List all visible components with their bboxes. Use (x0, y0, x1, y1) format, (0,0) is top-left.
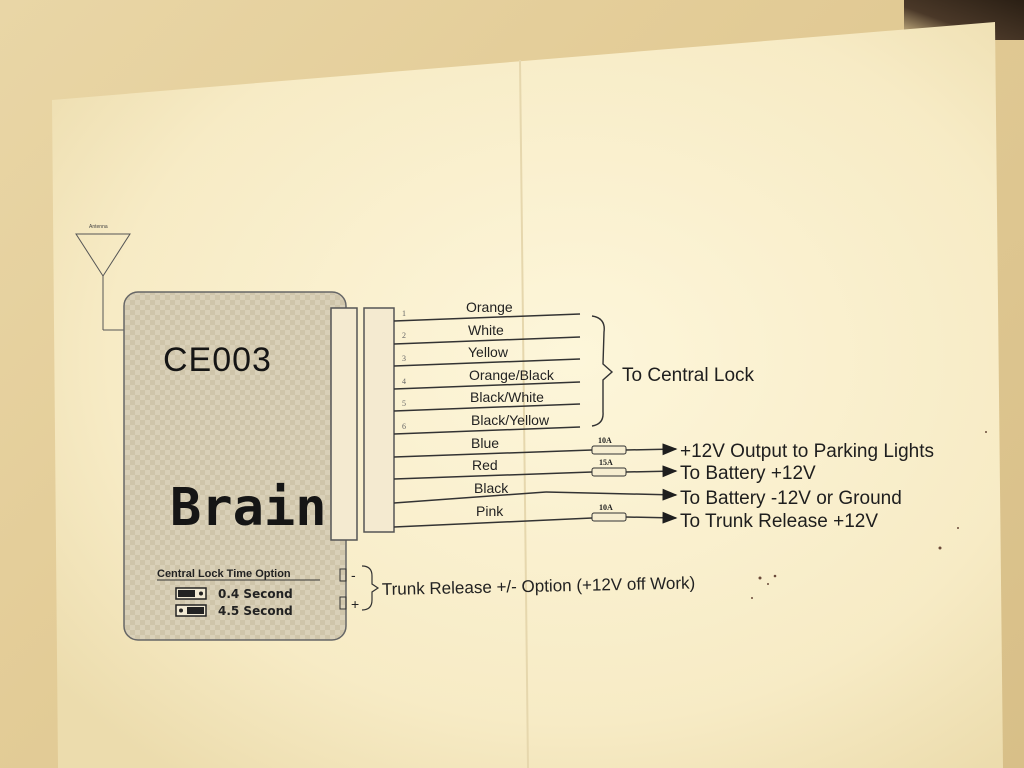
pin-number: 2 (402, 331, 406, 340)
wire: Blue 10A +12V Output to Parking Lights (393, 435, 934, 462)
model-label: CE003 (163, 341, 272, 379)
pin-number: 6 (402, 422, 406, 431)
wire-color-label: White (468, 322, 504, 338)
wire: Red 15A To Battery +12V (393, 457, 816, 484)
wire-color-label: Blue (471, 435, 499, 451)
wire: 4 Orange/Black (393, 367, 581, 390)
option-label: 0.4 Second (218, 587, 293, 601)
fuse-rating: 10A (599, 503, 613, 512)
wire: Black To Battery -12V or Ground (393, 480, 902, 509)
lock-time-option: Central Lock Time Option 0.4 Second 4.5 … (157, 568, 320, 618)
wire-color-label: Black/White (470, 389, 544, 405)
wire-color-label: Black (474, 480, 509, 496)
paper-specks (751, 431, 987, 599)
pin-number: 1 (402, 309, 406, 318)
jumper-icon (175, 587, 207, 600)
central-lock-wires: 1 Orange 2 White 3 Yellow 4 Orange/Black… (393, 299, 755, 435)
wire: 2 White (393, 322, 581, 345)
wire: 3 Yellow (393, 344, 581, 367)
antenna-label: Antenna (89, 224, 108, 230)
pin-number: 4 (402, 377, 406, 386)
jumper-icon (175, 604, 207, 617)
wire: 5 Black/White (393, 389, 581, 412)
paper-fold (519, 59, 529, 768)
wire-color-label: Orange (466, 299, 513, 315)
brand-label: Brain (170, 478, 327, 538)
wire-color-label: Black/Yellow (471, 412, 550, 428)
fuse-icon (591, 467, 627, 477)
central-lock-brace (591, 315, 614, 427)
power-wires: Blue 10A +12V Output to Parking Lights R… (393, 435, 934, 532)
wire-color-label: Pink (476, 503, 504, 519)
pin-number: 3 (402, 354, 406, 363)
wire: 1 Orange (393, 299, 581, 322)
option-label: 4.5 Second (218, 604, 293, 618)
connector-block-2 (363, 307, 395, 533)
central-lock-label: To Central Lock (622, 365, 755, 386)
wire-color-label: Orange/Black (469, 367, 555, 383)
wire-destination: To Battery -12V or Ground (680, 488, 902, 509)
wire: Pink 10A To Trunk Release +12V (393, 503, 878, 532)
pin-number: 5 (402, 399, 406, 408)
fuse-rating: 15A (599, 458, 613, 467)
trunk-plus-label: + (351, 596, 359, 612)
fuse-icon (591, 445, 627, 455)
lock-time-title: Central Lock Time Option (157, 568, 291, 580)
fuse-icon (591, 512, 627, 522)
connector-block-1 (330, 307, 358, 541)
fuse-rating: 10A (598, 436, 612, 445)
antenna-icon: Antenna (75, 224, 131, 331)
wire-destination: To Battery +12V (680, 463, 816, 484)
wire-color-label: Red (472, 457, 498, 473)
wire-destination: To Trunk Release +12V (680, 511, 878, 532)
wire-destination: +12V Output to Parking Lights (680, 441, 934, 462)
trunk-minus-label: - (351, 567, 356, 583)
wire-color-label: Yellow (468, 344, 509, 360)
wire: 6 Black/Yellow (393, 412, 581, 435)
